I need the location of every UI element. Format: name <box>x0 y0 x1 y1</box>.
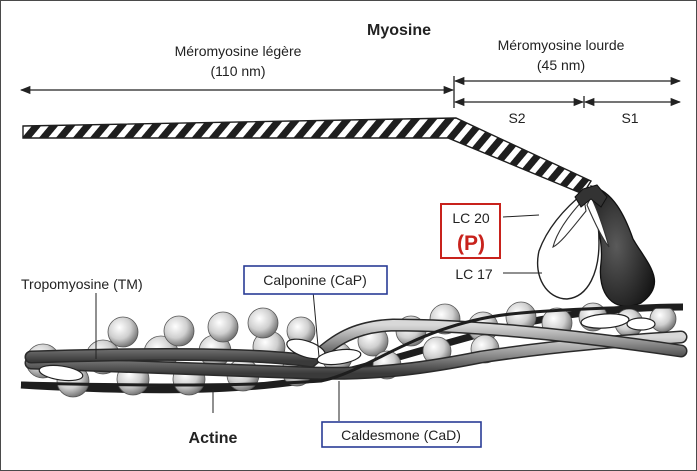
heavy-meromyosin-length: (45 nm) <box>537 57 585 73</box>
lc17-label: LC 17 <box>455 266 493 282</box>
light-meromyosin-label: Méromyosine légère <box>175 43 302 59</box>
neck-tuft <box>574 184 608 208</box>
tropomyosin-strand-upper-fill <box>26 319 686 367</box>
s1-label: S1 <box>621 110 638 126</box>
caldesmone-label: Caldesmone (CaD) <box>341 427 461 443</box>
tropomyosine-label: Tropomyosine (TM) <box>21 276 143 292</box>
myosin-rod <box>22 117 593 195</box>
phosphate-label: (P) <box>457 232 485 255</box>
heavy-meromyosin-label: Méromyosine lourde <box>498 37 625 53</box>
myosine-title: Myosine <box>367 22 431 39</box>
lc20-label: LC 20 <box>452 210 490 226</box>
actine-label: Actine <box>189 430 238 447</box>
caldesmone-box <box>321 421 482 448</box>
calponine-box <box>243 265 388 295</box>
leader-lines <box>95 214 542 421</box>
lc17-chain <box>586 195 610 248</box>
s2-label: S2 <box>508 110 525 126</box>
myosin-head-dark <box>590 185 655 307</box>
light-meromyosin-length: (110 nm) <box>211 63 266 79</box>
calponine-label: Calponine (CaP) <box>263 272 367 288</box>
lc20-chain <box>552 197 587 249</box>
calponine-shapes <box>38 313 656 382</box>
caldesmone-strand <box>20 305 684 387</box>
p-box <box>440 203 501 259</box>
